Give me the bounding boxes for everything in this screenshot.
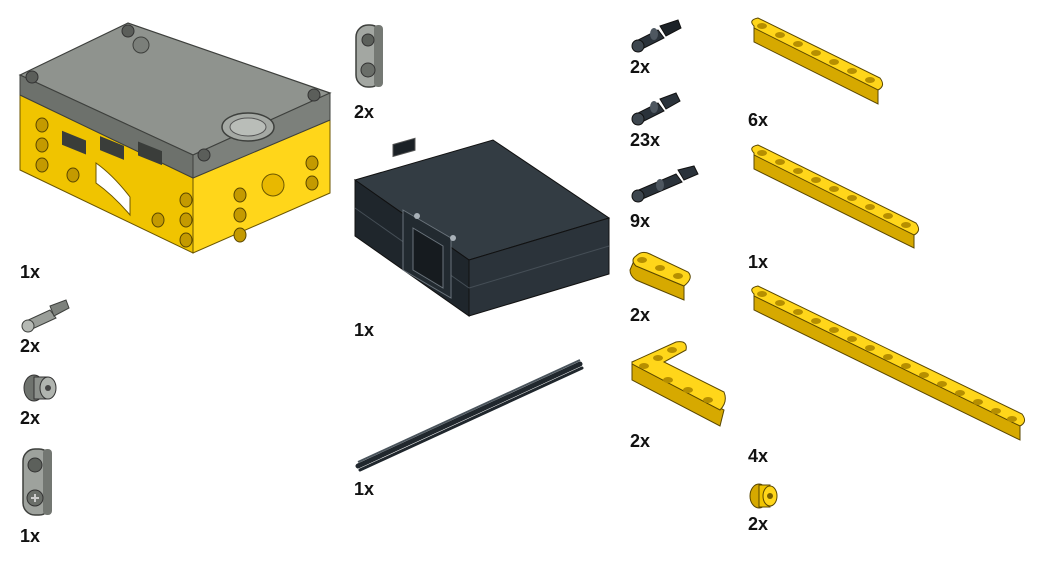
gray-axle-pin-qty: 2x — [20, 336, 41, 356]
bush-icon — [22, 372, 58, 404]
beam-icon — [628, 250, 692, 302]
gray-connector-large-qty: 1x — [20, 526, 41, 546]
battery-icon — [353, 137, 613, 318]
perpendicular-connector-icon — [20, 445, 56, 520]
beam-7-qty: 6x — [748, 110, 769, 130]
pin-a-qty: 2x — [630, 57, 651, 77]
axle-qty: 1x — [354, 479, 375, 499]
l-beam-qty: 2x — [630, 431, 651, 451]
beam-icon — [748, 144, 920, 250]
battery-qty: 1x — [354, 320, 375, 340]
gray-connector-top-qty: 2x — [354, 102, 375, 122]
bush-icon — [748, 481, 780, 511]
beam-icon — [748, 17, 884, 106]
axle-icon — [352, 356, 587, 474]
axle-pin-icon — [20, 298, 70, 333]
l-beam-icon — [628, 340, 728, 428]
beam-icon — [748, 285, 1028, 442]
pin-icon — [630, 92, 682, 127]
beam-15-qty: 4x — [748, 446, 769, 466]
pin-b-qty: 23x — [630, 130, 661, 150]
beam-9-qty: 1x — [748, 252, 769, 272]
perpendicular-connector-icon — [352, 22, 388, 92]
hub-icon — [18, 15, 338, 260]
pin-icon — [630, 19, 682, 54]
gray-bush-qty: 2x — [20, 408, 41, 428]
yellow-bush-qty: 2x — [748, 514, 769, 534]
pin-c-qty: 9x — [630, 211, 651, 231]
hub-qty: 1x — [20, 262, 41, 282]
beam-3-qty: 2x — [630, 305, 651, 325]
long-pin-icon — [630, 165, 700, 204]
